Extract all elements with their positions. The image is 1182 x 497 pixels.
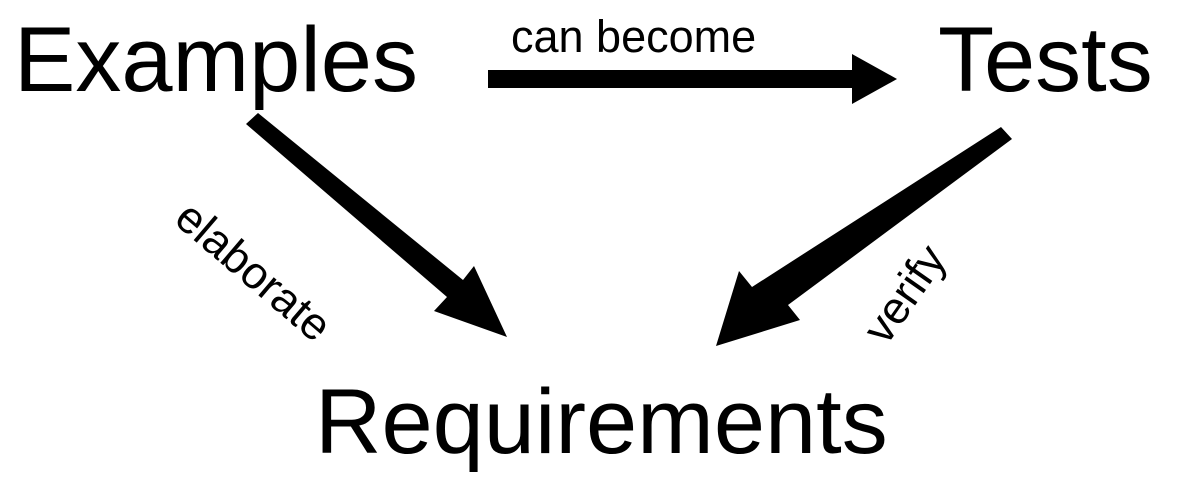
arrow-shaft-and-head-elaborate bbox=[246, 113, 507, 337]
arrow-examples-to-tests bbox=[488, 54, 897, 104]
node-label-requirements: Requirements bbox=[315, 371, 888, 473]
edge-label-can-become: can become bbox=[511, 11, 757, 62]
arrow-tests-to-requirements bbox=[716, 127, 1012, 346]
arrow-shaft-and-head-horizontal bbox=[488, 54, 897, 104]
node-label-tests: Tests bbox=[938, 9, 1153, 111]
arrow-shaft-and-head-verify bbox=[716, 127, 1012, 346]
arrow-examples-to-requirements bbox=[246, 113, 507, 337]
node-label-examples: Examples bbox=[14, 9, 418, 111]
